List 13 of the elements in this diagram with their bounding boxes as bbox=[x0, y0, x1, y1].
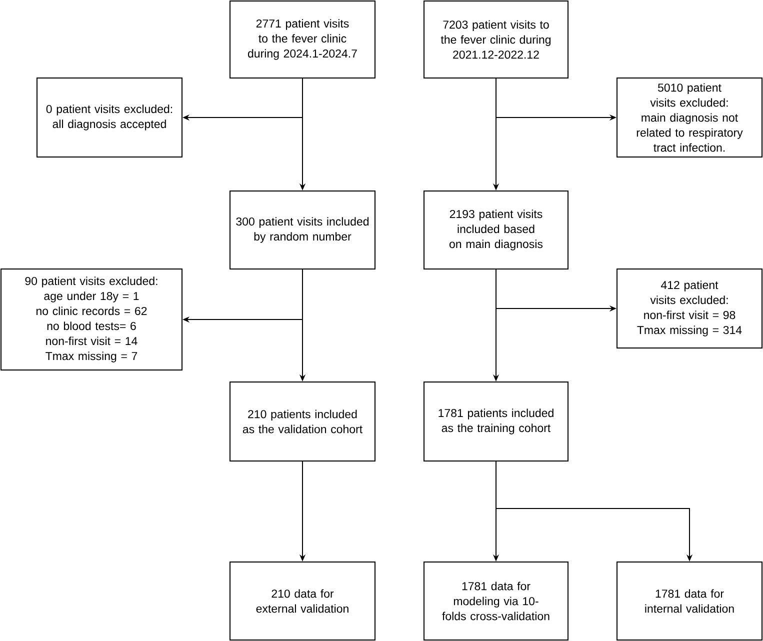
process-box: 1781 patients included as the training cohort bbox=[424, 382, 568, 462]
process-box: 7203 patient visits to the fever clinic during 2021.12-2022.12 bbox=[424, 0, 568, 78]
process-box: 5010 patient visits excluded: main diagnosis not related to respiratory tract infection. bbox=[616, 78, 762, 158]
process-box: 210 patients included as the validation cohort bbox=[230, 382, 376, 462]
process-box: 90 patient visits excluded: age under 18y = 1 no clinic records = 62 no blood tests= 6 non-first visit = 14 Tmax missing = 7 bbox=[0, 268, 182, 370]
process-box: 2193 patient visits included based on main diagnosis bbox=[424, 190, 568, 270]
process-box: 1781 data for modeling via 10-folds cross-validation bbox=[424, 562, 568, 640]
process-box: 0 patient visits excluded: all diagnosis accepted bbox=[36, 78, 182, 158]
process-box: 1781 data for internal validation bbox=[616, 562, 762, 640]
process-box: 210 data for external validation bbox=[230, 562, 376, 640]
process-box: 300 patient visits included by random number bbox=[230, 190, 376, 270]
process-box: 2771 patient visits to the fever clinic during 2024.1-2024.7 bbox=[230, 0, 376, 78]
process-box: 412 patient visits excluded: non-first visit = 98 Tmax missing = 314 bbox=[616, 268, 762, 348]
